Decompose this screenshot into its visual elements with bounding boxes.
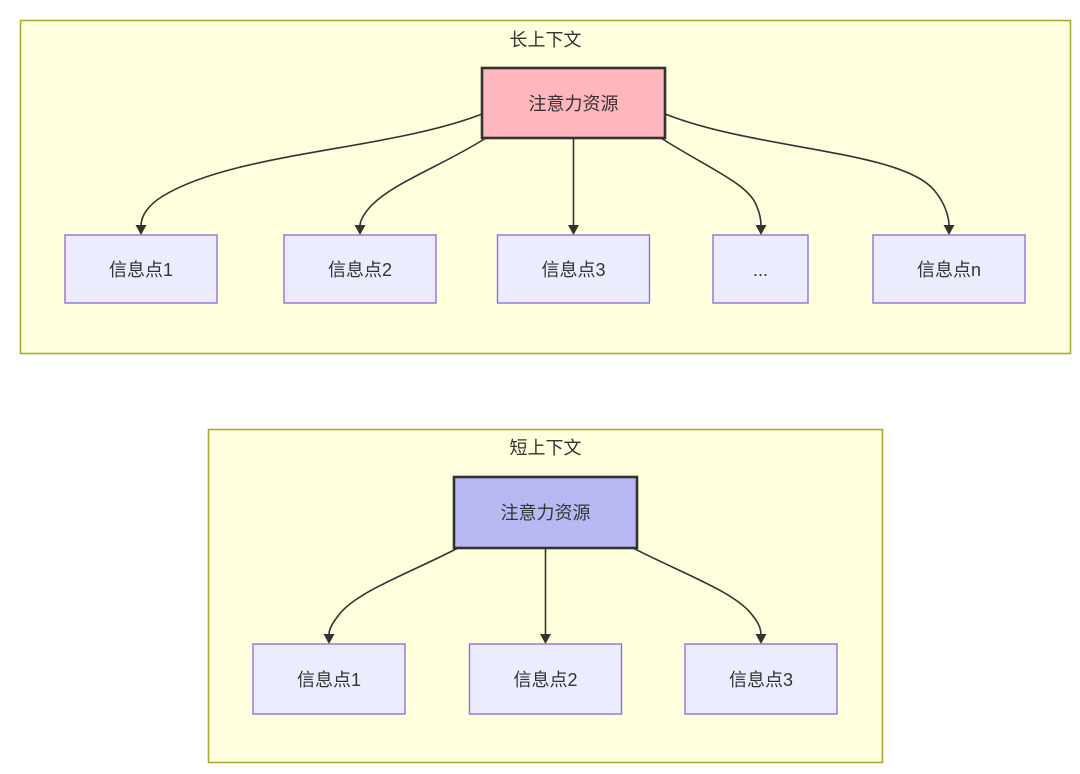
- edge-long-attention-to-dots: [660, 137, 762, 227]
- arrowhead-icon: [755, 225, 767, 235]
- attention-node-short-box: [452, 475, 639, 550]
- info-node-long-3-box: [496, 234, 651, 304]
- info-node-long-dots: ...: [712, 234, 809, 304]
- info-node-short-2-label: 信息点2: [513, 670, 577, 690]
- info-nodes-short: 信息点1 信息点2 信息点3: [252, 643, 838, 715]
- arrowhead-icon: [943, 225, 955, 235]
- edge-long-attention-to-info2: [359, 137, 487, 227]
- info-node-long-1-label: 信息点1: [109, 260, 173, 280]
- attention-node-short: 注意力资源: [452, 475, 639, 550]
- attention-node-long-box: [480, 66, 667, 140]
- cluster-long-context-title: 长上下文: [510, 30, 582, 50]
- info-node-long-dots-box: [712, 234, 809, 304]
- cluster-short-context: 短上下文 注意力资源 信息点1 信息点2: [207, 428, 884, 764]
- info-node-long-3: 信息点3: [496, 234, 651, 304]
- attention-node-short-label: 注意力资源: [501, 503, 591, 523]
- edge-long-attention-to-infon: [664, 113, 950, 227]
- info-node-short-1-label: 信息点1: [297, 670, 361, 690]
- info-node-short-3-box: [684, 643, 838, 715]
- info-node-short-1: 信息点1: [252, 643, 406, 715]
- edges-short-context: [323, 547, 767, 644]
- arrowhead-icon: [135, 225, 147, 235]
- edges-long-context: [135, 113, 955, 235]
- info-nodes-long: 信息点1 信息点2 信息点3 ... 信息点n: [64, 234, 1026, 304]
- info-node-long-3-label: 信息点3: [541, 260, 605, 280]
- edge-short-attention-to-info1: [328, 547, 459, 636]
- cluster-short-context-title: 短上下文: [510, 438, 582, 458]
- info-node-long-n: 信息点n: [872, 234, 1026, 304]
- info-node-short-1-box: [252, 643, 406, 715]
- arrowhead-icon: [323, 634, 335, 644]
- arrowhead-icon: [540, 634, 551, 644]
- arrowhead-icon: [568, 225, 579, 235]
- info-node-short-2-box: [468, 643, 623, 715]
- info-node-long-2-box: [283, 234, 437, 304]
- info-node-short-2: 信息点2: [468, 643, 623, 715]
- arrowhead-icon: [354, 225, 366, 235]
- info-node-long-dots-label: ...: [753, 260, 768, 280]
- cluster-long-context: 长上下文 注意力资源 信息点1 信息点: [19, 19, 1072, 355]
- edge-long-attention-to-info1: [140, 113, 483, 227]
- info-node-short-3-label: 信息点3: [729, 670, 793, 690]
- info-node-long-2: 信息点2: [283, 234, 437, 304]
- info-node-long-n-label: 信息点n: [917, 260, 981, 280]
- attention-node-long-label: 注意力资源: [529, 94, 619, 114]
- info-node-long-2-label: 信息点2: [328, 260, 392, 280]
- arrowhead-icon: [755, 634, 767, 644]
- info-node-long-n-box: [872, 234, 1026, 304]
- info-node-short-3: 信息点3: [684, 643, 838, 715]
- edge-short-attention-to-info3: [632, 547, 762, 636]
- info-node-long-1: 信息点1: [64, 234, 218, 304]
- attention-node-long: 注意力资源: [480, 66, 667, 140]
- info-node-long-1-box: [64, 234, 218, 304]
